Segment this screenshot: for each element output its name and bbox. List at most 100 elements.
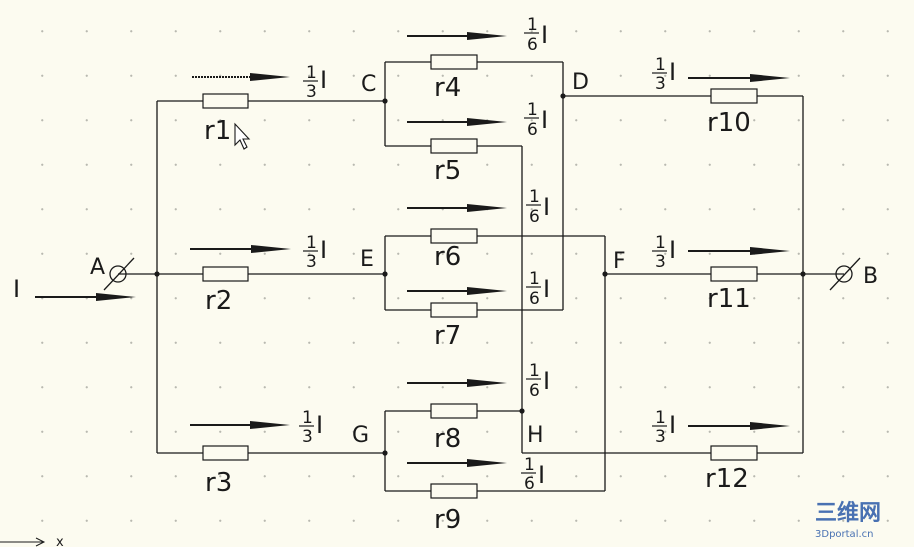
junction-dot (602, 271, 608, 277)
current-label-r4: 1 6 I (524, 15, 548, 55)
resistor-label-r12: r12 (705, 464, 749, 494)
arrow-r10 (688, 74, 790, 82)
resistor-label-r6: r6 (434, 242, 461, 272)
resistor-label-r4: r4 (434, 73, 461, 103)
resistor-r9 (430, 483, 478, 499)
current-label-r11: 1 3 I (652, 233, 676, 272)
svg-text:1: 1 (527, 15, 538, 35)
svg-text:6: 6 (529, 381, 540, 401)
resistor-r6 (430, 228, 478, 244)
watermark-site-text: 3Dportal.cn (815, 529, 873, 540)
resistor-label-r8: r8 (434, 424, 461, 454)
svg-text:1: 1 (527, 100, 538, 120)
resistor-labels: r1 r2 r3 r4 r5 r6 r7 r8 r9 r10 r11 r12 (204, 73, 751, 535)
svg-text:1: 1 (524, 455, 535, 475)
terminal-b (829, 257, 861, 291)
junctions (154, 93, 806, 456)
terminal-b-slash (829, 257, 861, 291)
junction-dot (560, 93, 566, 99)
svg-text:1: 1 (529, 361, 540, 381)
junction-dot (382, 271, 388, 277)
junction-dot (382, 450, 388, 456)
svg-text:I: I (543, 193, 550, 221)
resistor-label-r3: r3 (205, 468, 232, 498)
svg-text:I: I (669, 411, 676, 439)
resistor-r12 (710, 445, 758, 461)
arrow-r6 (407, 204, 507, 212)
svg-text:6: 6 (529, 289, 540, 309)
terminal-b-circle (835, 265, 853, 283)
current-label-r10: 1 3 I (652, 55, 676, 94)
current-label-r5: 1 6 I (524, 100, 548, 140)
junction-dot (154, 271, 160, 277)
input-current-label: I (13, 275, 20, 303)
svg-text:3: 3 (306, 82, 317, 102)
watermark-logo-text: 三维网 (815, 500, 881, 526)
svg-text:1: 1 (302, 408, 313, 428)
current-label-r6: 1 6 I (526, 187, 550, 227)
node-label-e: E (360, 247, 374, 272)
arrow-r3 (190, 421, 290, 429)
svg-text:3: 3 (302, 427, 313, 447)
svg-text:3: 3 (306, 252, 317, 272)
svg-text:6: 6 (527, 35, 538, 55)
junction-dot (800, 271, 806, 277)
current-label-r8: 1 6 I (526, 361, 550, 401)
resistor-label-r5: r5 (434, 156, 461, 186)
current-label-r2: 1 3 I (303, 233, 327, 272)
resistor-r11 (710, 266, 758, 282)
resistor-label-r11: r11 (707, 284, 751, 314)
resistor-label-r1: r1 (204, 116, 231, 146)
resistor-r2 (202, 266, 249, 282)
svg-text:I: I (538, 461, 545, 489)
node-label-b: B (863, 264, 878, 289)
node-label-a: A (90, 255, 105, 280)
resistor-r10 (710, 88, 758, 104)
arrow-main-input (35, 293, 136, 301)
arrow-r2 (190, 245, 291, 253)
watermark-logo: 三维网 3Dportal.cn (815, 500, 881, 540)
mouse-cursor-icon (234, 122, 251, 150)
svg-text:1: 1 (306, 63, 317, 83)
ucs-axis-icon: x (0, 535, 64, 547)
svg-text:I: I (320, 66, 327, 94)
svg-text:3: 3 (655, 427, 666, 447)
resistor-label-r10: r10 (707, 108, 751, 138)
svg-text:3: 3 (655, 74, 666, 94)
terminal-a-slash (103, 257, 135, 291)
resistor-r7 (430, 302, 478, 318)
arrow-r4 (407, 32, 507, 40)
resistors (202, 54, 758, 499)
node-label-h: H (527, 423, 544, 448)
resistor-r8 (430, 403, 478, 419)
current-label-r3: 1 3 I (299, 408, 323, 447)
node-label-f: F (613, 249, 626, 274)
svg-text:I: I (541, 21, 548, 49)
svg-text:I: I (543, 367, 550, 395)
svg-text:I: I (669, 58, 676, 86)
junction-dot (519, 408, 525, 414)
current-label-r7: 1 6 I (526, 269, 550, 309)
svg-text:1: 1 (655, 408, 666, 428)
current-arrows (35, 32, 790, 467)
resistor-r5 (430, 138, 478, 154)
terminal-a-circle (109, 265, 127, 283)
arrow-r7 (407, 287, 507, 295)
svg-text:I: I (543, 275, 550, 303)
current-label-r9: 1 6 I (521, 455, 545, 494)
arrow-r8 (407, 379, 507, 387)
svg-text:1: 1 (529, 269, 540, 289)
resistor-r3 (202, 445, 249, 461)
current-labels: 1 3 I 1 3 I 1 3 I 1 3 I 1 3 I (299, 15, 676, 494)
current-label-r12: 1 3 I (652, 408, 676, 447)
resistor-r1 (202, 93, 249, 109)
svg-text:I: I (316, 411, 323, 439)
arrow-r11 (688, 247, 790, 255)
svg-text:3: 3 (655, 252, 666, 272)
arrow-r9 (407, 459, 507, 467)
resistor-label-r9: r9 (434, 505, 461, 535)
svg-text:6: 6 (527, 120, 538, 140)
node-labels: I A B C D E F G H (13, 70, 878, 448)
ucs-x-label: x (56, 535, 64, 547)
